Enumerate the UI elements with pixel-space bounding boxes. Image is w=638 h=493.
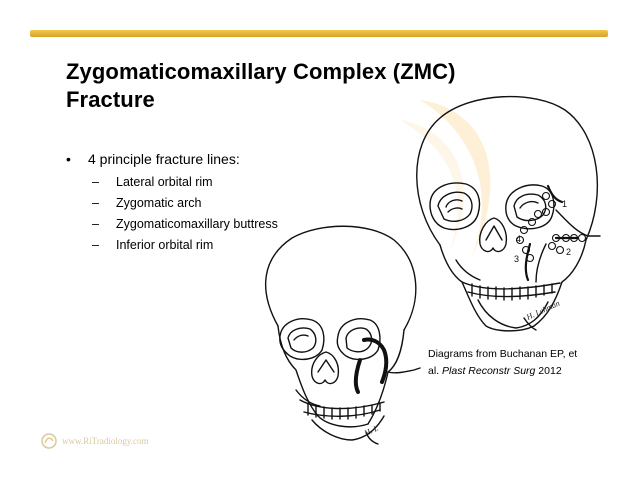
bullet-text: 4 principle fracture lines: <box>88 151 240 167</box>
sub-item: –Lateral orbital rim <box>92 175 213 189</box>
sub-item: –Inferior orbital rim <box>92 238 214 252</box>
radiology-logo-icon <box>41 433 57 449</box>
bullet-mark: • <box>66 151 71 167</box>
image-caption: Diagrams from Buchanan EP, et al. Plast … <box>428 348 578 377</box>
slide-title: Zygomaticomaxillary Complex (ZMC) Fractu… <box>66 58 586 114</box>
watermark-logo-icon <box>400 100 491 260</box>
sub-list: –Lateral orbital rim –Zygomatic arch –Zy… <box>88 172 366 256</box>
fracture-lines-left <box>353 337 389 394</box>
diagram-label-2: 2 <box>566 247 571 257</box>
title-line-2: Fracture <box>66 87 155 112</box>
bullet-list: • 4 principle fracture lines: –Lateral o… <box>66 150 366 256</box>
fracture-markers <box>515 191 587 263</box>
sub-item: –Zygomatic arch <box>92 196 202 210</box>
bullet-item: • 4 principle fracture lines: –Lateral o… <box>66 150 366 256</box>
skull-lower-left <box>265 225 421 445</box>
diagram-label-3: 3 <box>514 254 519 264</box>
skull-upper-right <box>416 95 601 332</box>
header-accent-bar <box>30 30 608 37</box>
title-line-1: Zygomaticomaxillary Complex (ZMC) <box>66 59 456 84</box>
footer-logo: www.RiTradiology.com <box>40 432 149 450</box>
diagram-label-4: 4 <box>516 234 521 244</box>
sub-item: –Zygomaticomaxillary buttress <box>92 217 278 231</box>
logo-text: www.RiTradiology.com <box>62 436 149 446</box>
caption-line-1: Diagrams from Buchanan EP, et <box>428 348 578 360</box>
caption-journal: Plast Reconstr Surg <box>442 365 536 377</box>
diagram-label-1: 1 <box>562 199 567 209</box>
